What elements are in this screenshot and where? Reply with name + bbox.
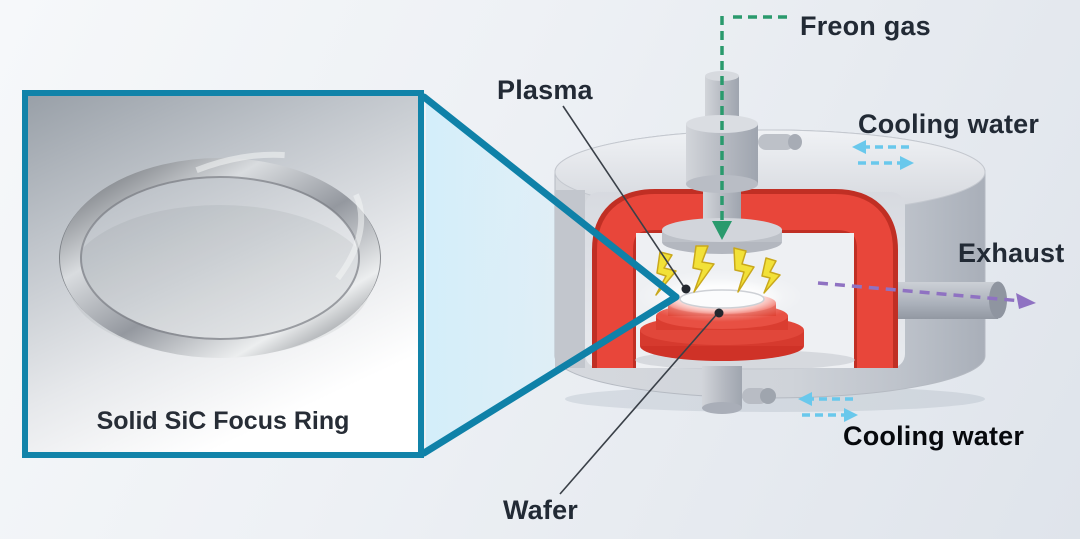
focus-ring-inset: Solid SiC Focus Ring — [22, 90, 424, 458]
wafer-pointer-dot — [714, 308, 724, 318]
wafer-disc — [679, 289, 765, 309]
wafer-stage — [636, 270, 804, 361]
focus-ring-photo — [59, 151, 381, 365]
cooling-water-arrows-top — [852, 140, 914, 170]
lightning-bolt-icon — [733, 247, 755, 293]
wafer-pointer-line — [559, 313, 718, 495]
cooling-arrowhead-left-icon — [798, 392, 812, 406]
plasma-bolts — [655, 245, 781, 296]
inlet-side-tube — [758, 134, 794, 150]
sic-ring — [60, 158, 380, 358]
callout-lines — [420, 93, 680, 457]
exhaust-pipe-body — [898, 282, 998, 319]
plasma-pointer — [562, 105, 691, 294]
cooling-water-arrows-bottom — [798, 392, 858, 422]
exhaust-arrowhead-icon — [1016, 293, 1036, 309]
plasma-pointer-dot — [681, 284, 691, 294]
lightning-bolt-icon — [692, 245, 715, 293]
plasma-pointer-line — [562, 105, 685, 288]
exhaust-pipe — [898, 281, 1007, 319]
bottom-pipe — [702, 366, 776, 414]
bottom-pipe-end — [702, 402, 742, 414]
ring-highlight — [75, 151, 365, 365]
cooling-arrowhead-right-icon — [844, 408, 858, 422]
bottom-side-tube-cap — [760, 388, 776, 404]
lightning-bolt-icon — [761, 257, 781, 294]
ring-inner-edge — [80, 176, 360, 340]
cooling-arrowhead-left-icon — [852, 140, 866, 154]
callout-glow — [426, 100, 676, 450]
exhaust-arrow-line — [817, 281, 1023, 303]
freon-arrowhead-icon — [712, 221, 732, 240]
red-lining — [597, 194, 893, 368]
bottom-pipe-body — [702, 366, 742, 408]
wafer-pointer — [559, 308, 724, 495]
label-freon-gas: Freon gas — [800, 11, 931, 41]
cooling-arrowhead-right-icon — [900, 156, 914, 170]
inset-caption: Solid SiC Focus Ring — [96, 407, 350, 435]
exhaust-arrow — [817, 281, 1036, 309]
label-cooling-water-bottom: Cooling water — [843, 421, 1025, 451]
exhaust-pipe-end — [989, 281, 1007, 319]
label-wafer: Wafer — [503, 495, 579, 525]
freon-gas-arrow — [712, 15, 789, 240]
ring-shadow — [68, 205, 372, 357]
inlet-side-tube-cap — [788, 134, 802, 150]
lightning-bolt-icon — [655, 251, 677, 296]
callout-line-top — [420, 93, 680, 301]
label-cooling-water-top: Cooling water — [858, 109, 1040, 139]
callout-line-bottom — [420, 293, 680, 457]
label-exhaust: Exhaust — [958, 238, 1065, 268]
label-plasma: Plasma — [497, 75, 593, 105]
